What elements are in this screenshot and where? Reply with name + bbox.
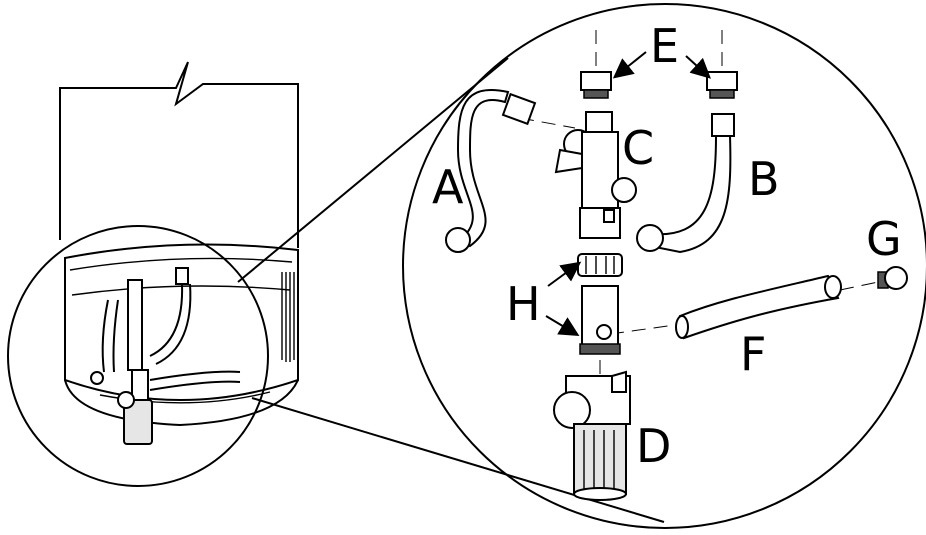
filter-d [553,370,631,501]
label-c: C [622,121,654,175]
label-b: B [748,152,780,206]
label-h: H [506,277,541,331]
label-e: E [650,19,679,73]
vent-grille [281,272,295,362]
plug-g [877,266,908,290]
hose-f [675,274,842,340]
exploded-parts [445,30,908,501]
label-g: G [866,212,902,266]
cabinet-outline [59,61,299,248]
label-f: F [740,327,766,381]
zoom-line-top [237,57,509,283]
fitting-e-left [580,71,612,99]
label-d: D [636,419,671,473]
filter-d-small [131,369,149,401]
coupling-h [577,253,623,355]
valve-c-small [127,279,143,371]
detail-circle-large [402,3,926,529]
heater-overview [7,61,299,487]
pipe-a-small [101,299,109,373]
pipe-a [445,89,537,253]
leader-arrows [545,51,711,337]
label-a: A [432,160,464,214]
valve-c [554,111,637,239]
fitting-e-right [706,71,738,99]
zoom-line-bottom [251,397,665,523]
pipe-b [636,113,735,254]
detail-circle-small [7,225,269,487]
